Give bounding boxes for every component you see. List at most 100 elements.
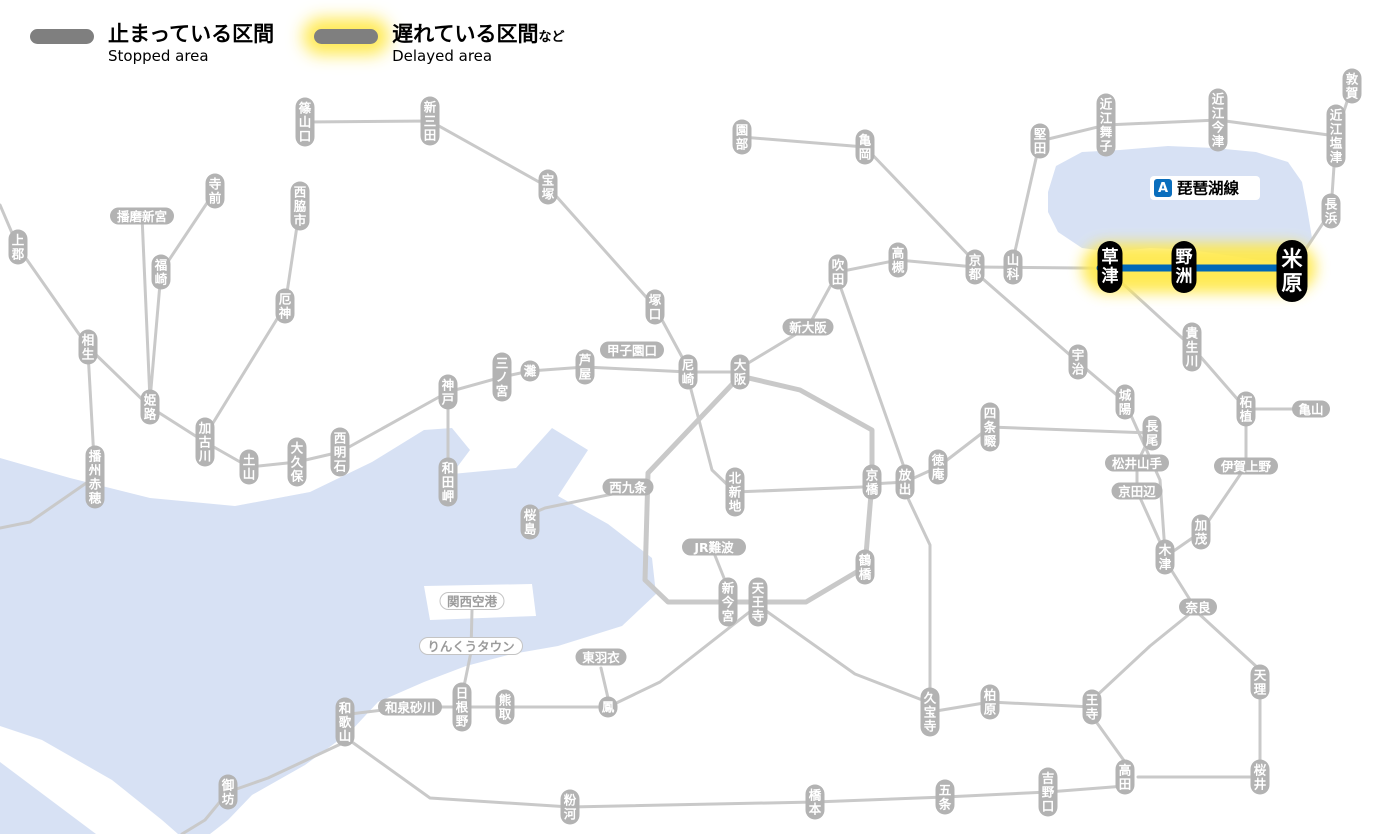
station-name: 西明石 (333, 431, 347, 474)
station-name: りんくうタウン (427, 639, 514, 654)
station-pill-bg (1276, 240, 1308, 302)
station-name: 亀岡 (859, 133, 872, 162)
station-pill: 三ノ宮 (492, 352, 512, 402)
station-pill-bg (85, 445, 105, 509)
station-name: 和田岬 (441, 461, 455, 504)
station-pill: 近江塩津 (1326, 104, 1346, 168)
station-pill: 吹田 (828, 254, 848, 290)
station-pill: 鶴橋 (855, 549, 875, 585)
station-pill: 播磨新宮 (110, 207, 174, 225)
station-pill: 福崎 (151, 254, 171, 290)
station-pill-bg (438, 457, 458, 507)
legend-stopped-text: 止まっている区間 Stopped area (108, 22, 274, 65)
station-pill-bg (1115, 384, 1135, 420)
station-pill-bg (828, 254, 848, 290)
station-pill: 長浜 (1321, 193, 1341, 229)
station-pill-bg (140, 389, 160, 425)
delayed-label: 遅れている区間など (392, 22, 564, 47)
station-pill-bg (1342, 68, 1362, 104)
station-pill: 御坊 (218, 774, 238, 810)
stopped-area-swatch (30, 29, 94, 44)
delayed-sublabel: Delayed area (392, 47, 493, 66)
station-pill-bg (560, 789, 580, 825)
station-pill: 芦屋 (575, 349, 595, 385)
station-pill-bg (151, 254, 171, 290)
rail-line (599, 666, 610, 700)
station-pill: 高槻 (888, 242, 908, 278)
station-name: 野洲 (1176, 248, 1193, 287)
station-pill: 寺前 (205, 173, 225, 209)
rail-line (0, 203, 152, 409)
station-name: 天王寺 (752, 581, 765, 624)
station-pill: 播州赤穂 (85, 445, 105, 509)
station-pill: 天王寺 (748, 577, 768, 627)
station-pill-bg (732, 119, 752, 155)
station-pill-bg (1030, 123, 1050, 159)
station-pill-bg (1179, 598, 1217, 616)
rail-line (1163, 411, 1248, 559)
station-name: 西脇市 (294, 185, 307, 228)
station-pill-bg (492, 352, 512, 402)
rail-line (1090, 610, 1194, 702)
station-pill: 土山 (239, 449, 259, 485)
station-pill-bg (1105, 454, 1169, 472)
station-pill-bg (980, 684, 1000, 720)
station-name: 御坊 (221, 778, 235, 807)
station-name: 神戸 (442, 378, 455, 407)
station-pill-bg (110, 207, 174, 225)
station-pill-bg (645, 289, 665, 325)
station-pill: 近江舞子 (1096, 93, 1116, 157)
station-pill: 尼崎 (678, 354, 698, 390)
station-pill: 宇治 (1068, 344, 1088, 380)
station-pill: 和田岬 (438, 457, 458, 507)
station-name: 大久保 (290, 441, 304, 484)
station-name: 四条畷 (983, 406, 997, 449)
station-pill: 鳳 (598, 696, 618, 718)
station-pill-bg (895, 464, 915, 500)
station-name: 篠山口 (299, 101, 312, 144)
station-pill: 野洲 (1171, 241, 1197, 293)
station-pill: 放出 (895, 464, 915, 500)
station-name: 加古川 (198, 421, 212, 464)
station-name: 甲子園口 (607, 343, 657, 358)
station-pill: 新三田 (420, 96, 440, 146)
station-pill: 和歌山 (335, 697, 355, 747)
station-pill-bg (538, 169, 558, 205)
station-name: 徳庵 (931, 453, 945, 482)
station-pill: 高田 (1115, 759, 1135, 795)
station-name: 吉野口 (1042, 771, 1055, 814)
station-pill-bg (1096, 93, 1116, 157)
station-name: 米原 (1282, 247, 1304, 295)
station-name: 宝塚 (542, 173, 555, 202)
station-name: 敦賀 (1345, 72, 1359, 101)
station-pill: 米原 (1276, 240, 1308, 302)
station-pill: 西明石 (330, 427, 350, 477)
station-name: 亀山 (1298, 402, 1323, 417)
station-name: 天理 (1254, 668, 1267, 697)
station-pill-bg (782, 318, 834, 336)
station-pill: 桜島 (520, 504, 540, 540)
station-name: 高槻 (892, 246, 905, 275)
station-pill: 大久保 (287, 437, 307, 487)
station-name: JR難波 (693, 540, 734, 555)
legend-delayed-text: 遅れている区間など Delayed area (392, 22, 564, 65)
station-pill-bg (575, 648, 627, 666)
station-name: 東羽衣 (582, 650, 620, 665)
legend: 止まっている区間 Stopped area 遅れている区間など Delayed … (30, 22, 565, 65)
station-name: 近江舞子 (1099, 97, 1113, 154)
station-pill-bg (748, 577, 768, 627)
legend-stopped: 止まっている区間 Stopped area (30, 22, 274, 65)
station-pill-bg (330, 427, 350, 477)
station-name: 日根野 (456, 686, 469, 729)
station-pill: 吉野口 (1038, 767, 1058, 817)
station-name: 厄神 (279, 292, 292, 321)
rail-line (928, 700, 1094, 714)
station-pill: 厄神 (275, 288, 295, 324)
station-name: 城陽 (1119, 388, 1132, 417)
station-name: 長尾 (1146, 419, 1159, 448)
station-pill: 甲子園口 (600, 341, 664, 359)
station-pill: JR難波 (682, 538, 746, 556)
station-pill-bg (855, 549, 875, 585)
